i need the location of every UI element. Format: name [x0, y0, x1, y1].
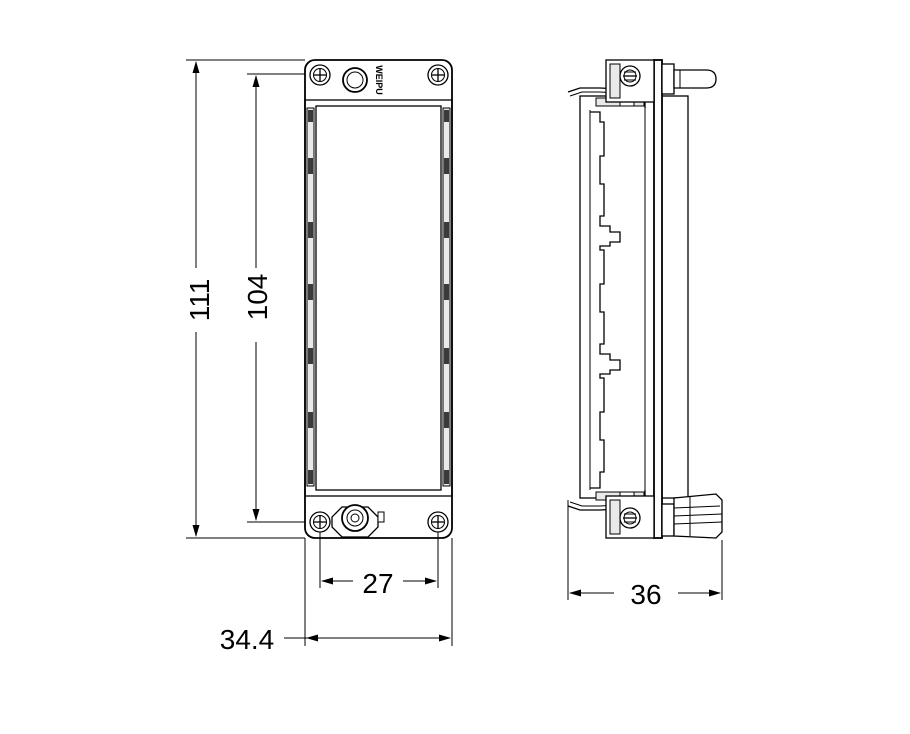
dim-hole-spacing: 27: [362, 568, 393, 599]
brand-mark: WEIPU: [374, 65, 384, 95]
screw-bottom-right-icon: [427, 511, 449, 533]
dim-side-depth: 36: [630, 579, 661, 610]
side-view: [567, 59, 723, 539]
side-pin-top: [661, 63, 717, 95]
side-body: [579, 95, 689, 499]
side-stud-bottom: [661, 493, 723, 539]
dim-overall-height: 111: [184, 279, 215, 322]
front-dimensions: 111 104 27 34.4: [184, 59, 453, 655]
ground-stud-top-icon: [342, 67, 368, 93]
front-view: WEIPU: [304, 59, 453, 539]
screw-top-right-icon: [427, 64, 449, 86]
side-dimensions: 36: [567, 500, 723, 610]
side-screw-bottom-icon: [605, 495, 655, 539]
dim-inner-height: 104: [242, 274, 273, 321]
side-flange: [653, 59, 663, 539]
screw-bottom-left-icon: [309, 511, 331, 533]
side-insert-profile: [590, 111, 621, 489]
side-screw-top-icon: [605, 59, 655, 103]
front-opening-inner: [315, 105, 442, 491]
ground-stud-bottom-icon: [331, 504, 385, 538]
screw-top-left-icon: [309, 64, 331, 86]
dim-overall-width: 34.4: [220, 624, 275, 655]
